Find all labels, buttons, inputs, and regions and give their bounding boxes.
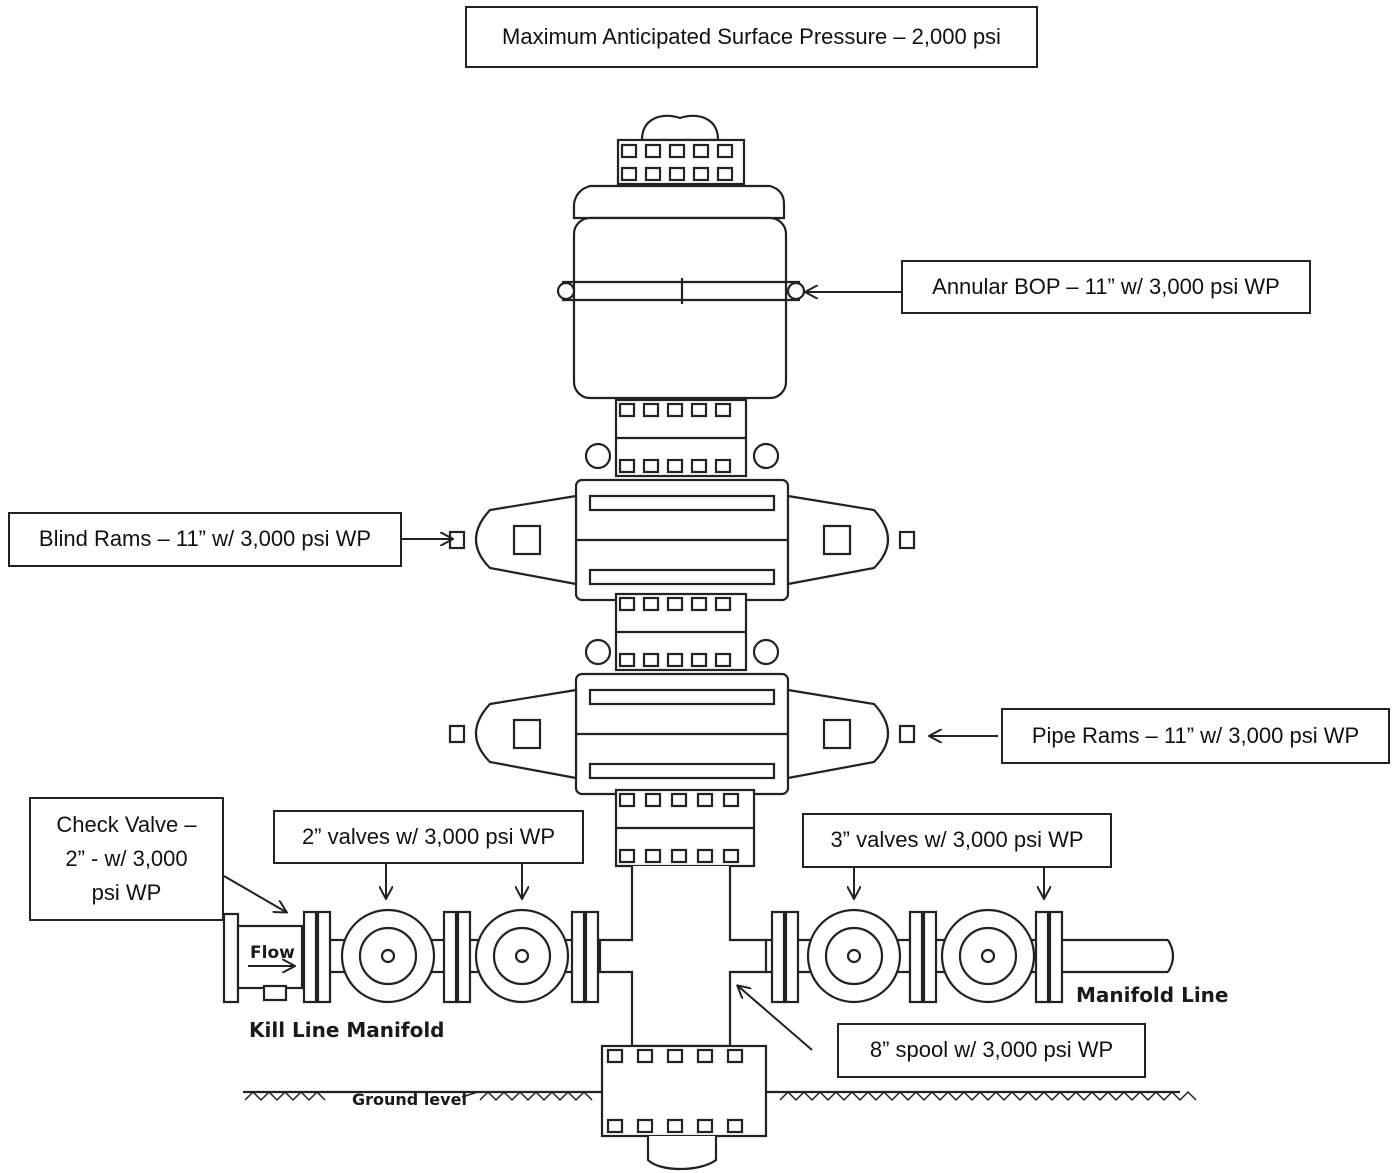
pipe-rams-label: Pipe Rams – 11” w/ 3,000 psi WP <box>1001 708 1390 764</box>
check-valve-label-line-3: psi WP <box>91 880 162 906</box>
top-pipe <box>640 114 720 142</box>
spool-8in <box>598 788 768 1048</box>
kill-line-manifold <box>222 908 600 1004</box>
blind-rams-label: Blind Rams – 11” w/ 3,000 psi WP <box>8 512 402 567</box>
check-valve-label-line-1: Check Valve – <box>56 811 197 837</box>
annular-bop-label: Annular BOP – 11” w/ 3,000 psi WP <box>901 260 1311 314</box>
base-flange <box>600 1044 768 1170</box>
spool-8in-label: 8” spool w/ 3,000 psi WP <box>837 1023 1146 1078</box>
spool-upper <box>614 398 748 478</box>
flow-label: Flow <box>250 943 295 963</box>
annular-bop-body <box>556 184 806 400</box>
spool-middle <box>614 592 748 672</box>
valves-3in-label: 3” valves w/ 3,000 psi WP <box>802 813 1112 868</box>
check-valve-label: Check Valve – 2” - w/ 3,000 psi WP <box>29 797 224 921</box>
page-title: Maximum Anticipated Surface Pressure – 2… <box>465 6 1038 68</box>
pipe-rams-body <box>448 638 916 796</box>
ground-level-label: Ground level <box>352 1090 467 1109</box>
manifold-line-label: Manifold Line <box>1076 983 1229 1007</box>
check-valve-label-line-2: 2” - w/ 3,000 <box>65 845 188 871</box>
valves-2in-label: 2” valves w/ 3,000 psi WP <box>273 810 584 864</box>
kill-line-manifold-label: Kill Line Manifold <box>249 1018 445 1042</box>
check-valve-arrow <box>223 875 286 912</box>
top-flange <box>616 138 746 186</box>
spool-8in-arrow <box>738 986 813 1051</box>
manifold-line <box>766 908 1175 1004</box>
